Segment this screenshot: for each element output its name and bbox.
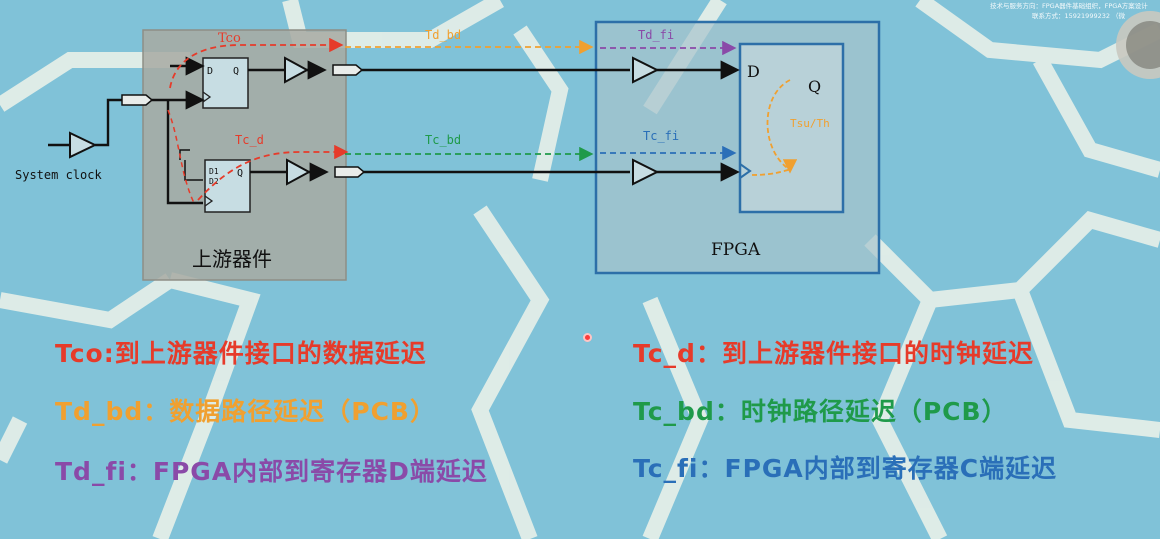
system-clock-label: System clock — [15, 168, 102, 182]
upstream-ff1 — [202, 57, 249, 109]
fpga-register-d: D — [747, 62, 760, 81]
td-fi-label: Td_fi — [638, 28, 674, 42]
legend-tc-bd: Tc_bd：时钟路径延迟（PCB） — [633, 397, 1008, 426]
td-bd-label: Td_bd — [425, 28, 461, 42]
legend-td-bd: Td_bd：数据路径延迟（PCB） — [55, 397, 436, 426]
tc-d-label: Tc_d — [235, 133, 264, 147]
upstream-ff2-clock-notch — [204, 195, 214, 207]
watermark-line1: 技术与服务方向：FPGA器件基础组织，FPGA方案设计 — [990, 2, 1148, 10]
legend-td-fi: Td_fi：FPGA内部到寄存器D端延迟 — [55, 457, 488, 486]
upstream-data-buffer — [284, 56, 310, 84]
fpga-register — [738, 42, 845, 214]
tc-d-path — [197, 144, 349, 201]
tc-fi-label: Tc_fi — [643, 129, 679, 143]
laser-pointer-dot — [583, 333, 592, 342]
tco-label: Tco — [218, 31, 241, 46]
upstream-ff1-clock-notch — [202, 91, 212, 103]
upstream-clock-buffer — [286, 158, 312, 186]
upstream-ff2-q: Q — [237, 168, 243, 179]
legend-tc-d: Tc_d：到上游器件接口的时钟延迟 — [633, 339, 1034, 368]
system-clock-buffer — [69, 131, 98, 159]
fpga-label: FPGA — [711, 240, 761, 260]
upstream-ff1-q: Q — [233, 66, 239, 77]
legend-tco: Tco:到上游器件接口的数据延迟 — [55, 339, 427, 368]
upstream-ff1-d: D — [207, 66, 213, 77]
tsu-th-label: Tsu/Th — [790, 117, 830, 130]
tco-path — [169, 37, 344, 89]
upstream-device-label: 上游器件 — [192, 247, 272, 271]
fpga-register-clock-notch — [739, 163, 752, 179]
legend-tc-fi: Tc_fi：FPGA内部到寄存器C端延迟 — [633, 454, 1058, 483]
tco-path-lower — [167, 109, 196, 206]
upstream-ff2-d1: D1 — [209, 167, 219, 176]
fpga-data-buffer — [632, 56, 660, 84]
pads — [121, 64, 366, 178]
buffers — [69, 56, 660, 186]
fpga-clock-buffer — [632, 158, 660, 186]
fpga-register-q: Q — [808, 77, 821, 96]
tsu-th-arc — [751, 79, 790, 175]
tc-bd-label: Tc_bd — [425, 133, 461, 147]
watermark-line2: 联系方式：15921999232 （微 — [1032, 12, 1126, 20]
upstream-ff2-d2: D2 — [209, 177, 219, 186]
